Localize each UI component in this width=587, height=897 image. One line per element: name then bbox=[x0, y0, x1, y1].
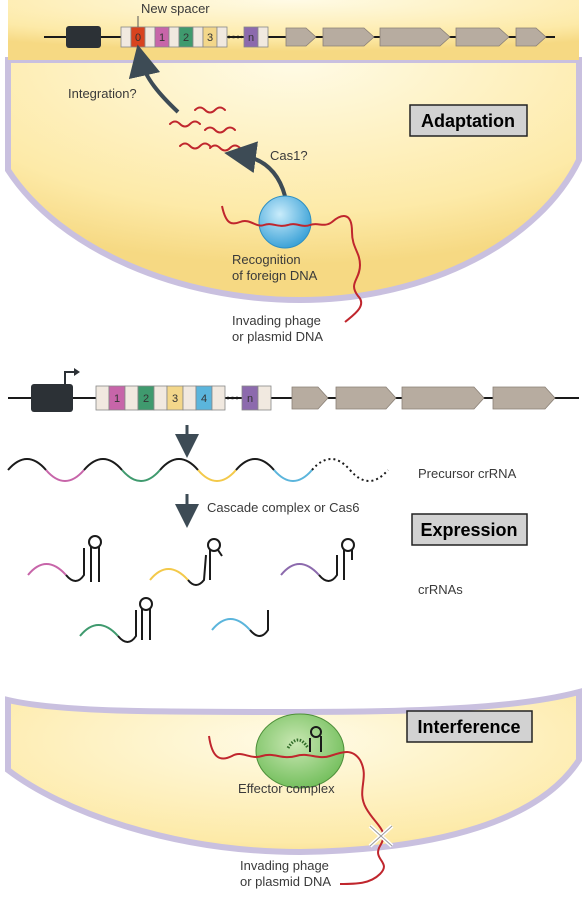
promoter-arrow bbox=[64, 371, 75, 384]
crrna-1 bbox=[27, 535, 102, 582]
crrna-4 bbox=[79, 597, 153, 643]
spacer-label-3: 3 bbox=[207, 32, 213, 44]
precursor-label: Precursor crRNA bbox=[418, 466, 517, 481]
invading-dna-interference bbox=[208, 735, 385, 885]
cas-protein-sphere bbox=[258, 195, 312, 249]
precursor-crrna bbox=[7, 458, 389, 482]
effector-label: Effector complex bbox=[238, 781, 335, 796]
cas1-label: Cas1? bbox=[270, 148, 308, 163]
expression-stage-label: Expression bbox=[420, 520, 517, 540]
spacer-label-2: 2 bbox=[183, 32, 189, 44]
spacer-e-label-4: 4 bbox=[201, 393, 207, 405]
invading-label-3: Invading phage bbox=[240, 858, 329, 873]
effector-complex bbox=[255, 713, 345, 789]
cascade-label: Cascade complex or Cas6 bbox=[207, 500, 359, 515]
adaptation-stage-label: Adaptation bbox=[421, 111, 515, 131]
spacer-array-expression: 1 2 3 4 n bbox=[95, 385, 272, 411]
cas1-arrow bbox=[224, 141, 287, 197]
new-spacer-label: New spacer bbox=[141, 1, 210, 16]
expression-box bbox=[411, 513, 528, 546]
spacer-e-label-2: 2 bbox=[143, 393, 149, 405]
crrnas-label: crRNAs bbox=[418, 582, 463, 597]
cas-genes-expression bbox=[291, 386, 556, 410]
dna-fragments bbox=[169, 106, 241, 152]
spacer-label-1: 1 bbox=[159, 32, 165, 44]
interference-box bbox=[406, 710, 533, 743]
spacer-array-adaptation: 0 1 2 3 n bbox=[120, 26, 269, 48]
adaptation-panel: 0 1 2 3 n New spacer Integration? bbox=[5, 0, 582, 344]
invading-dna-strand bbox=[221, 205, 363, 323]
spacer-e-label-n: n bbox=[247, 393, 253, 405]
crrna-5 bbox=[211, 610, 269, 637]
integration-arrow bbox=[128, 44, 180, 114]
spacer-e-label-1: 1 bbox=[114, 393, 120, 405]
recognition-label-1: Recognition bbox=[232, 252, 301, 267]
expression-panel: 1 2 3 4 n bbox=[7, 368, 579, 643]
effector-hairpin bbox=[286, 738, 310, 749]
invading-label-1: Invading phage bbox=[232, 313, 321, 328]
cas-genes-adaptation bbox=[285, 27, 547, 47]
invading-label-2: or plasmid DNA bbox=[232, 329, 323, 344]
recognition-label-2: of foreign DNA bbox=[232, 268, 318, 283]
spacer-e-label-3: 3 bbox=[172, 393, 178, 405]
adaptation-box bbox=[409, 104, 528, 137]
interference-stage-label: Interference bbox=[417, 717, 520, 737]
interference-panel: Effector complex Invading phage or plasm… bbox=[5, 688, 582, 889]
invading-label-4: or plasmid DNA bbox=[240, 874, 331, 889]
spacer-label-n: n bbox=[248, 32, 254, 44]
spacer-label-0: 0 bbox=[135, 32, 141, 44]
leader-block-2 bbox=[31, 384, 73, 412]
crrna-3 bbox=[280, 538, 355, 582]
crrna-2 bbox=[149, 538, 223, 586]
integration-label: Integration? bbox=[68, 86, 137, 101]
leader-block bbox=[66, 26, 101, 48]
